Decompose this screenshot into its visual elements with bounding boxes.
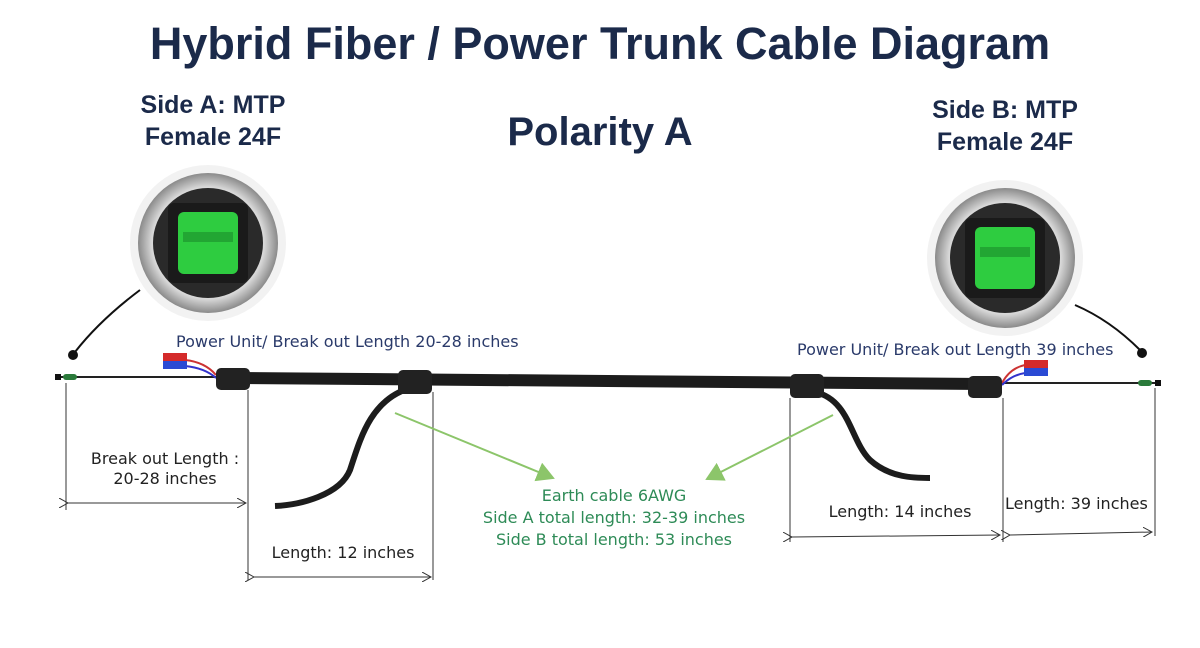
polarity-label: Polarity A — [507, 110, 693, 154]
side-a-label: Side A: MTP Female 24F — [113, 89, 313, 153]
side-b-label: Side B: MTP Female 24F — [905, 94, 1105, 158]
power-unit-b-label: Power Unit/ Break out Length 39 inches — [797, 340, 1114, 359]
earth-cable-label: Earth cable 6AWG Side A total length: 32… — [414, 485, 814, 551]
side-a-line1: Side A: MTP — [140, 91, 286, 119]
power-unit-a-label: Power Unit/ Break out Length 20-28 inche… — [176, 332, 519, 351]
earth-arrow-a — [394, 412, 555, 482]
dimension-lines — [66, 383, 1156, 580]
connector-side-a — [68, 165, 286, 360]
sleeve — [790, 374, 824, 398]
earth-branch-a — [274, 385, 411, 509]
sleeve — [216, 368, 250, 390]
earth-line1: Earth cable 6AWG — [541, 486, 687, 505]
side-a-line2: Female 24F — [144, 123, 282, 151]
mtp-key — [178, 212, 238, 274]
earth-line2: Side A total length: 32-39 inches — [482, 508, 746, 527]
breakout-a-label: Break out Length : 20-28 inches — [65, 449, 265, 489]
sleeve — [398, 370, 432, 394]
earth-arrow-b — [705, 414, 834, 481]
length-b-breakout-label: Length: 39 inches — [1005, 494, 1148, 513]
earth-line3: Side B total length: 53 inches — [495, 530, 733, 549]
earth-branch-b — [814, 389, 931, 481]
breakout-a-line2: 20-28 inches — [113, 469, 217, 488]
length-a-label: Length: 12 inches — [271, 543, 415, 562]
connector-side-b — [927, 180, 1147, 358]
side-b-line1: Side B: MTP — [932, 96, 1078, 124]
power-plug-a — [163, 353, 217, 379]
length-b-label: Length: 14 inches — [828, 502, 972, 521]
breakout-a-line1: Break out Length : — [90, 449, 240, 468]
page-title: Hybrid Fiber / Power Trunk Cable Diagram — [149, 18, 1051, 69]
trunk-cable — [229, 372, 991, 390]
side-b-line2: Female 24F — [936, 128, 1074, 156]
sleeve — [968, 376, 1002, 398]
power-plug-b — [1001, 360, 1048, 386]
